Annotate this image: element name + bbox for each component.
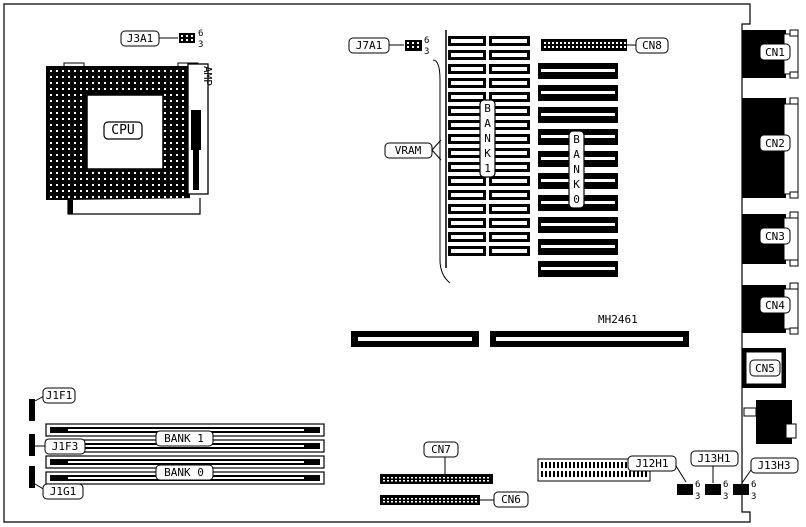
cn8-label: CN8 (642, 39, 662, 52)
j1f3-label: J1F3 (52, 440, 79, 453)
jumper-j13h1: J13H1 6 3 (690, 450, 739, 502)
vram-bank1-letter: K (484, 147, 491, 160)
vram-bank0-letter: A (573, 148, 580, 161)
cn7-label: CN7 (431, 443, 451, 456)
jumper-j7a1: J7A1 6 3 (348, 36, 429, 57)
j7a1-label: J7A1 (356, 39, 383, 52)
jumper-j12h1: J12H1 6 3 (627, 455, 700, 502)
vram-bank0-letter: B (573, 133, 580, 146)
header-cn6: CN6 (380, 491, 529, 508)
header-cn8: CN8 (541, 37, 669, 54)
vram-label: VRAM (395, 144, 422, 157)
vram-callout: VRAM (384, 139, 442, 161)
jumper-j3a1: J3A1 6 3 (120, 29, 203, 50)
cpu-socket: CPU AMP (46, 62, 214, 215)
vram-bank0-label-box (568, 130, 585, 209)
j3a1-label: J3A1 (127, 32, 154, 45)
simm-slots: BANK 1 BANK 0 (45, 423, 325, 485)
jumper-j1g1: J1G1 (29, 466, 84, 500)
connector-cn1: CN1 (742, 29, 799, 79)
connector-cn2: CN2 (742, 97, 799, 199)
vram-bank0-letter: K (573, 178, 580, 191)
vram-bank1-letter: A (484, 117, 491, 130)
jumper-j1f3: J1F3 (29, 434, 86, 456)
cn6-label: CN6 (501, 493, 521, 506)
j13h3-label: J13H3 (757, 459, 790, 472)
connector-cn3: CN3 (742, 211, 799, 267)
vram-bank-0: BANK 0 (538, 63, 618, 277)
vram-bank0-letter: N (573, 163, 580, 176)
cn2-label: CN2 (765, 137, 785, 150)
cpu-label-box (103, 121, 143, 140)
model-number: MH2461 (598, 313, 638, 326)
simm-bank0-label: BANK 0 (164, 466, 204, 479)
cn4-label: CN4 (765, 299, 785, 312)
j13h1-pin3: 3 (723, 492, 728, 502)
j13h3-pin6: 6 (751, 480, 756, 490)
j7a1-pin6: 6 (424, 36, 429, 46)
jumper-j13h3: J13H3 6 3 (733, 457, 799, 502)
vram-bank-1: BANK 1 (432, 30, 530, 284)
header-cn7: CN7 (380, 441, 493, 484)
connector-cn5: CN5 (742, 348, 786, 388)
cn3-label: CN3 (765, 230, 785, 243)
j3a1-pin6: 6 (198, 29, 203, 39)
j1f1-label: J1F1 (46, 389, 73, 402)
jumper-j1f1: J1F1 (29, 387, 76, 421)
audio-jack (743, 400, 797, 444)
j13h3-pin3: 3 (751, 492, 756, 502)
connector-cn4: CN4 (742, 282, 799, 335)
board-outline (3, 3, 751, 523)
j1g1-label: J1G1 (50, 485, 77, 498)
cn5-label: CN5 (755, 362, 775, 375)
vram-bank1-letter: B (484, 102, 491, 115)
expansion-slots (351, 331, 689, 347)
j13h1-label: J13H1 (697, 452, 730, 465)
cpu-label: CPU (111, 123, 134, 138)
vram-bank1-letter: 1 (484, 162, 491, 175)
j7a1-pin3: 3 (424, 47, 429, 57)
vram-bank1-letter: N (484, 132, 491, 145)
j12h1-pin6: 6 (695, 480, 700, 490)
vram-bank0-letter: 0 (573, 193, 580, 206)
j3a1-pin3: 3 (198, 40, 203, 50)
simm-bank1-label: BANK 1 (164, 432, 204, 445)
j13h1-pin6: 6 (723, 480, 728, 490)
j12h1-pin3: 3 (695, 492, 700, 502)
cn1-label: CN1 (765, 46, 785, 59)
vram-bank1-label-box (479, 99, 496, 178)
j12h1-label: J12H1 (635, 457, 668, 470)
amp-label: AMP (201, 66, 214, 86)
